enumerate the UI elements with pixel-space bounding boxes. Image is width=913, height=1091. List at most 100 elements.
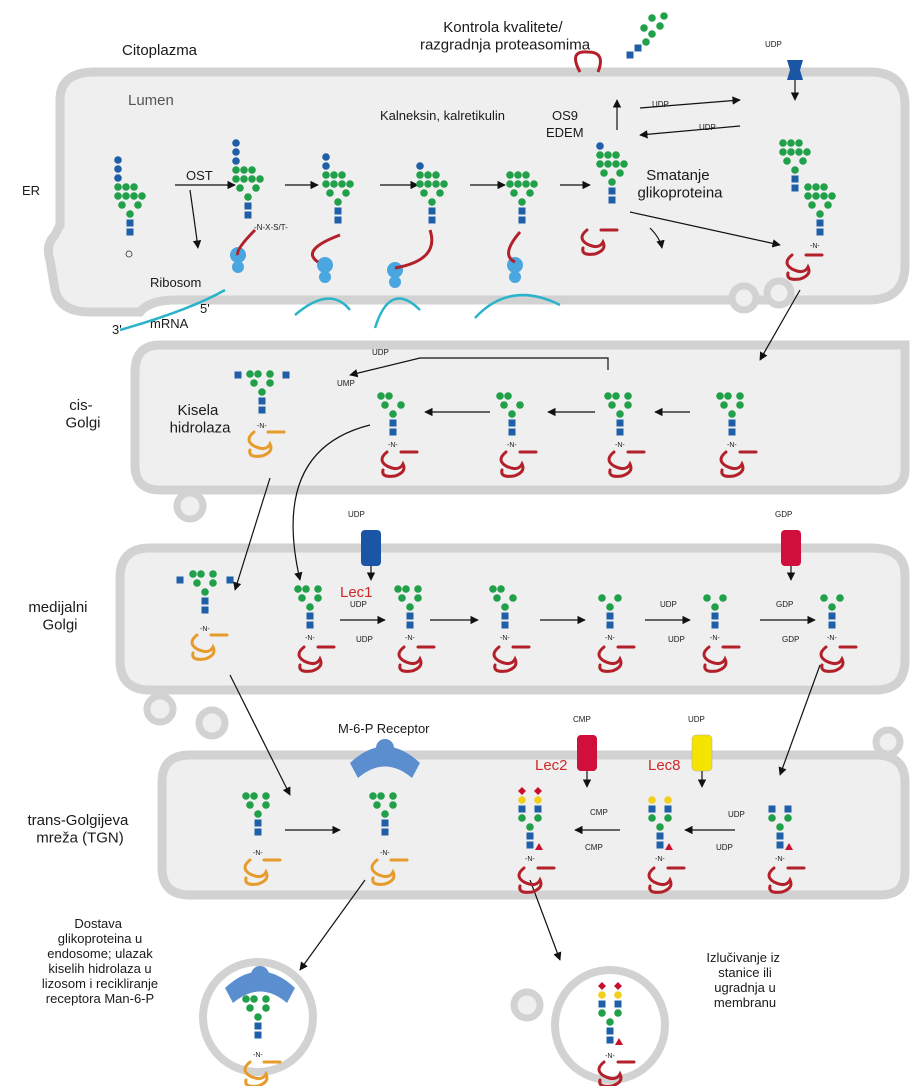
asparagine-label: -N- xyxy=(710,635,720,642)
mannose-icon xyxy=(624,392,632,400)
mannose-icon xyxy=(614,991,622,999)
mannose-icon xyxy=(266,379,274,387)
text-line: mreža (TGN) xyxy=(36,829,124,846)
mannose-icon xyxy=(432,171,440,179)
mannose-icon xyxy=(648,30,656,38)
mannose-icon xyxy=(606,603,614,611)
mannose-icon xyxy=(514,171,522,179)
mannose-icon xyxy=(416,162,424,170)
protein-chain-icon xyxy=(785,253,811,281)
mannose-icon xyxy=(783,157,791,165)
glcnac-icon xyxy=(258,397,266,405)
mannose-icon xyxy=(824,201,832,209)
glcnac-icon xyxy=(244,202,252,210)
mannose-icon xyxy=(711,603,719,611)
mannose-icon xyxy=(201,588,209,596)
protein-chain-icon xyxy=(767,866,793,894)
protein-chain-icon xyxy=(370,858,396,886)
mannose-icon xyxy=(728,410,736,418)
glcnac-icon xyxy=(389,419,397,427)
asparagine-label: -N- xyxy=(615,442,625,449)
mannose-icon xyxy=(118,201,126,209)
mannose-icon xyxy=(250,379,258,387)
mannose-icon xyxy=(530,180,538,188)
mannose-icon xyxy=(381,810,389,818)
protein-chain-icon xyxy=(719,450,745,478)
mannose-icon xyxy=(703,594,711,602)
mannose-icon xyxy=(248,166,256,174)
mannose-icon xyxy=(604,151,612,159)
mannose-icon xyxy=(501,603,509,611)
glcnac-icon xyxy=(626,51,634,59)
mannose-icon xyxy=(232,157,240,165)
protein-chain-icon xyxy=(247,430,273,458)
asparagine-label: -N- xyxy=(507,442,517,449)
mannose-icon xyxy=(114,156,122,164)
mannose-icon xyxy=(598,991,606,999)
mannose-icon xyxy=(510,189,518,197)
mannose-icon xyxy=(294,585,302,593)
udp-label: UDP xyxy=(652,100,669,109)
glcnac-icon xyxy=(828,621,836,629)
mannose-icon xyxy=(252,184,260,192)
glcnac-icon xyxy=(608,196,616,204)
mannose-icon xyxy=(342,189,350,197)
udp-label: UDP xyxy=(350,600,367,609)
mannose-icon xyxy=(768,814,776,822)
mannose-icon xyxy=(616,410,624,418)
text-line: glikoproteina u xyxy=(58,931,143,946)
glcnac-icon xyxy=(791,184,799,192)
glcnac-icon xyxy=(254,1031,262,1039)
udp-label: UDP xyxy=(348,510,365,519)
mannose-icon xyxy=(648,814,656,822)
mannose-icon xyxy=(114,165,122,173)
mannose-icon xyxy=(420,189,428,197)
degradation-chain-icon xyxy=(574,50,602,73)
mannose-icon xyxy=(377,392,385,400)
mannose-icon xyxy=(338,180,346,188)
mannose-icon xyxy=(189,570,197,578)
mannose-icon xyxy=(648,796,656,804)
mannose-icon xyxy=(262,995,270,1003)
mannose-icon xyxy=(804,192,812,200)
mannose-icon xyxy=(209,570,217,578)
mannose-icon xyxy=(240,175,248,183)
nascent-chain-icon xyxy=(507,231,522,264)
udp-label: UDP xyxy=(688,715,705,724)
mannose-icon xyxy=(369,792,377,800)
mannose-icon xyxy=(642,38,650,46)
glcnac-icon xyxy=(711,612,719,620)
udp-label: UDP xyxy=(356,635,373,644)
ribosome-icon xyxy=(509,271,521,283)
mannose-icon xyxy=(209,579,217,587)
mannose-icon xyxy=(596,142,604,150)
glcnac-icon xyxy=(816,228,824,236)
tgn-label: trans-Golgijeva mreža (TGN) xyxy=(27,812,132,846)
mannose-icon xyxy=(836,594,844,602)
mannose-icon xyxy=(534,796,542,804)
glcnac-icon xyxy=(606,621,614,629)
glcnac-icon xyxy=(616,419,624,427)
text-line: endosome; ulazak xyxy=(47,946,153,961)
mannose-icon xyxy=(406,603,414,611)
mannose-icon xyxy=(664,796,672,804)
nascent-chain-icon xyxy=(311,233,341,264)
mannose-icon xyxy=(416,180,424,188)
mannose-icon xyxy=(250,792,258,800)
mannose-icon xyxy=(414,585,422,593)
mannose-icon xyxy=(114,183,122,191)
glcnac-icon xyxy=(768,805,776,813)
glcnac-icon xyxy=(428,216,436,224)
asparagine-label: -N- xyxy=(727,442,737,449)
lec1-label: Lec1 xyxy=(340,584,373,601)
glcnac-icon xyxy=(334,207,342,215)
mannose-icon xyxy=(506,180,514,188)
os9-label: OS9 xyxy=(552,108,578,123)
gdp-label: GDP xyxy=(782,635,799,644)
glcnac-icon xyxy=(816,219,824,227)
protein-chain-icon xyxy=(380,450,406,478)
mannose-icon xyxy=(776,823,784,831)
asparagine-label: -N- xyxy=(605,1053,615,1060)
asparagine-label: -N- xyxy=(405,635,415,642)
